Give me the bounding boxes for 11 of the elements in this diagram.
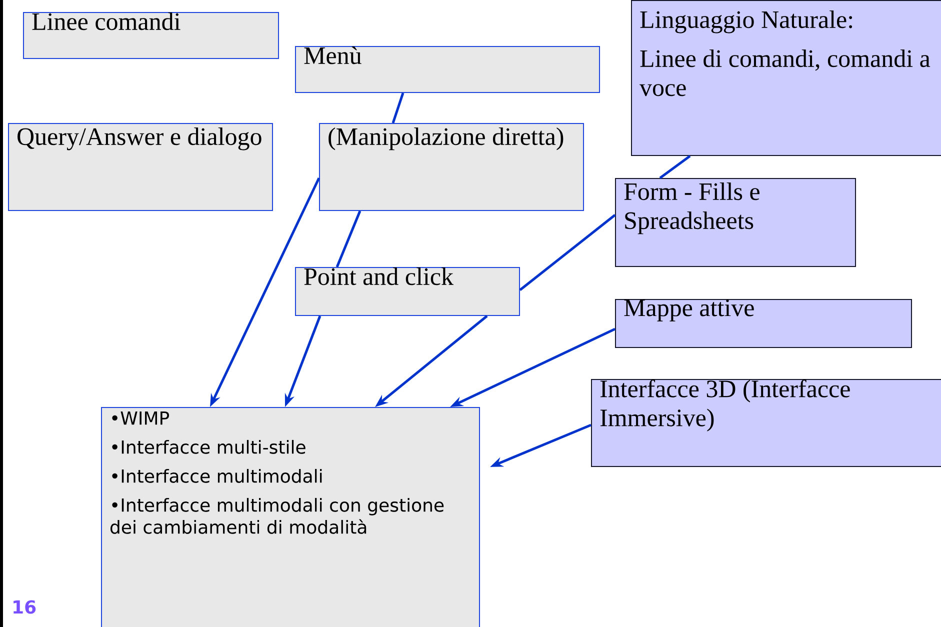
- list-box: •WIMP •Interfacce multi-stile •Interfacce multimodali •Interfacce multimodali con gestione dei cambiamenti di modalità: [101, 407, 480, 627]
- page-number: 16: [14, 600, 36, 614]
- text-box: Linee comandi: [23, 12, 279, 59]
- text-box: Interfacce 3D (Interfacce Immersive): [591, 379, 941, 467]
- text-box: Linguaggio Naturale: Linee di comandi, comandi a voce: [631, 0, 941, 156]
- text-box: Menù: [295, 46, 600, 93]
- text-box: Point and click: [295, 267, 520, 316]
- text-box: Query/Answer e dialogo: [8, 123, 273, 211]
- text-box: Form - Fills e Spreadsheets: [615, 178, 856, 267]
- text-box: (Manipolazione diretta): [319, 123, 584, 211]
- text-box: Mappe attive: [615, 299, 912, 348]
